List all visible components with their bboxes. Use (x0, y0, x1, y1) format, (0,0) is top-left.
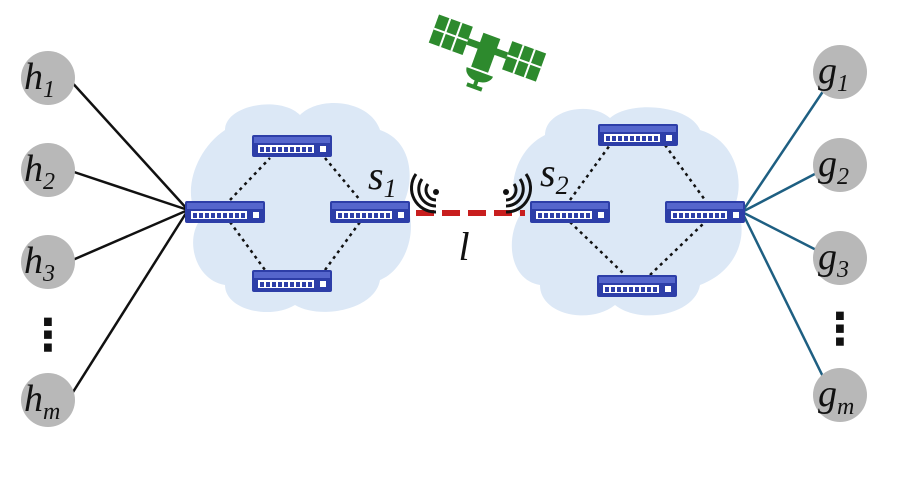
svg-text:g2: g2 (818, 143, 849, 190)
right-hosts: g1 g2 g3 gm ⋮ (813, 45, 867, 422)
switch-label-sub: 1 (384, 174, 397, 203)
svg-text:h3: h3 (24, 240, 55, 287)
right-internal-links (568, 144, 707, 276)
left-ellipsis: ⋮ (26, 310, 70, 361)
host-node (21, 51, 75, 105)
host-label-base: h (24, 56, 43, 98)
host-label-base: h (24, 148, 43, 190)
left-internal-links (228, 157, 362, 271)
host-label-sub: 3 (42, 261, 55, 287)
switch-left-top (252, 135, 332, 157)
switch-s2 (530, 201, 610, 223)
switch-label-s2: s2 (540, 150, 569, 200)
host-label-base: g (818, 50, 837, 92)
switch-right-bottom (597, 275, 677, 297)
switch-label-base: s (540, 150, 556, 195)
host-label-base: g (818, 143, 837, 185)
left-host-links (66, 77, 190, 401)
link-label: l (458, 224, 469, 269)
svg-text:h1: h1 (24, 56, 55, 103)
host-label-sub: m (837, 394, 854, 420)
right-cloud (511, 107, 742, 316)
switch-right-edge (665, 201, 745, 223)
svg-text:gm: gm (818, 373, 854, 420)
host-label-sub: 2 (837, 164, 849, 190)
right-host-links (740, 77, 834, 396)
svg-text:g3: g3 (818, 236, 849, 283)
host-node (813, 138, 867, 192)
left-hosts: h1 h2 h3 hm ⋮ (21, 51, 75, 427)
host-node (813, 45, 867, 99)
satellite-icon (428, 14, 547, 92)
host-node (21, 143, 75, 197)
host-node (813, 368, 867, 422)
wireless-signal-icon (503, 173, 533, 214)
left-cloud (190, 103, 411, 313)
host-node (21, 373, 75, 427)
svg-text:h2: h2 (24, 148, 55, 195)
switch-left-edge (185, 201, 265, 223)
host-label-sub: 2 (43, 169, 55, 195)
host-node (21, 235, 75, 289)
svg-text:g1: g1 (818, 50, 849, 97)
host-label-base: g (818, 236, 837, 278)
switch-s1 (330, 201, 410, 223)
host-label-sub: 1 (43, 77, 55, 103)
host-node (813, 231, 867, 285)
switch-label-base: s (368, 153, 384, 198)
host-label-sub: 3 (836, 257, 849, 283)
host-label-base: h (24, 240, 43, 282)
host-label-base: h (24, 378, 43, 420)
host-label-base: g (818, 373, 837, 415)
host-label-sub: 1 (837, 71, 849, 97)
right-ellipsis: ⋮ (818, 304, 862, 355)
switch-left-bottom (252, 270, 332, 292)
wireless-signal-icon (409, 173, 439, 214)
switch-right-top (598, 124, 678, 146)
switch-label-sub: 2 (556, 171, 569, 200)
svg-text:hm: hm (24, 378, 60, 425)
host-label-sub: m (43, 399, 60, 425)
switch-label-s1: s1 (368, 153, 397, 203)
